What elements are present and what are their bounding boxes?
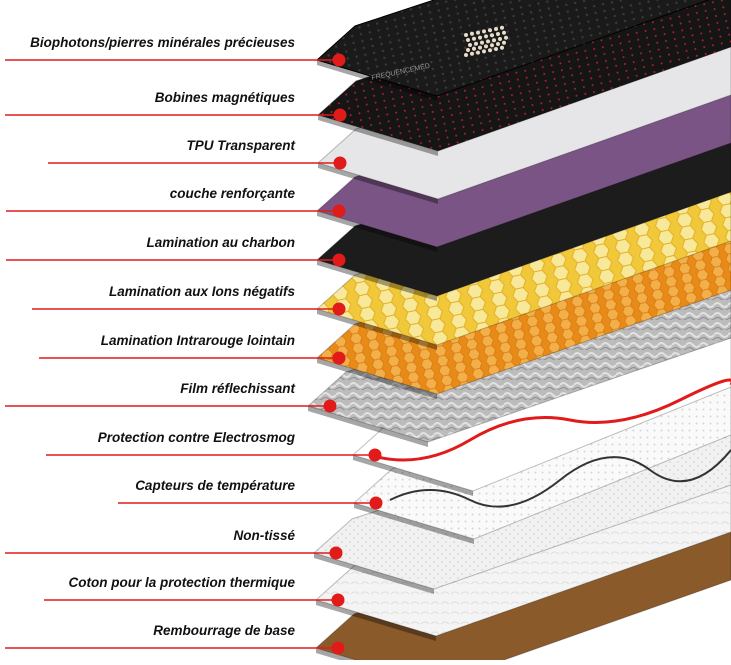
guide-dot — [332, 351, 346, 365]
layer-label: Capteurs de température — [135, 478, 295, 493]
guide-dot — [332, 204, 346, 218]
layer-surface — [317, 0, 731, 152]
layer-label: Lamination Intrarouge lointain — [100, 333, 295, 348]
layer-label: Film réflechissant — [180, 381, 295, 396]
layer-label: couche renforçante — [169, 186, 295, 201]
guide-dot — [369, 496, 383, 510]
guide-dot — [332, 253, 346, 267]
layer-edge — [314, 553, 434, 594]
layer-label: Lamination au charbon — [146, 235, 295, 250]
layer-label: Biophotons/pierres minérales précieuses — [30, 35, 295, 50]
layer-label: Coton pour la protection thermique — [68, 575, 296, 590]
guide-dot — [329, 546, 343, 560]
layer-surface — [316, 0, 710, 97]
guide-dot — [332, 53, 346, 67]
layer-label: Protection contre Electrosmog — [97, 430, 295, 445]
layer-edge — [317, 60, 437, 101]
layer-edge — [353, 455, 473, 496]
guide-dot — [331, 593, 345, 607]
guide-dot — [333, 156, 347, 170]
mat-emblem — [464, 25, 508, 57]
guide-dot — [333, 108, 347, 122]
layer-1: FREQUENCEMED — [316, 0, 710, 101]
sensor-wire — [389, 449, 731, 508]
guide-dot — [332, 302, 346, 316]
layer-edge — [317, 309, 437, 350]
layer-edge — [308, 406, 428, 447]
layer-label: Non-tissé — [233, 528, 295, 543]
layer-edge — [354, 503, 474, 544]
layer-edge — [317, 260, 437, 301]
guide-dot — [368, 448, 382, 462]
layer-label: TPU Transparent — [186, 138, 295, 153]
layer-label: Bobines magnétiques — [154, 90, 295, 105]
layer-edge — [318, 163, 438, 204]
layer-edge — [317, 211, 437, 252]
electrosmog-wire — [369, 378, 731, 462]
layer-2 — [317, 0, 731, 156]
guide-dot — [323, 399, 337, 413]
layer-edge — [317, 358, 437, 399]
layer-edge — [318, 115, 438, 156]
layer-label: Rembourrage de base — [153, 623, 295, 638]
layer-label: Lamination aux Ions négatifs — [108, 284, 295, 299]
layer-edge — [316, 600, 436, 641]
guide-dot — [331, 641, 345, 655]
